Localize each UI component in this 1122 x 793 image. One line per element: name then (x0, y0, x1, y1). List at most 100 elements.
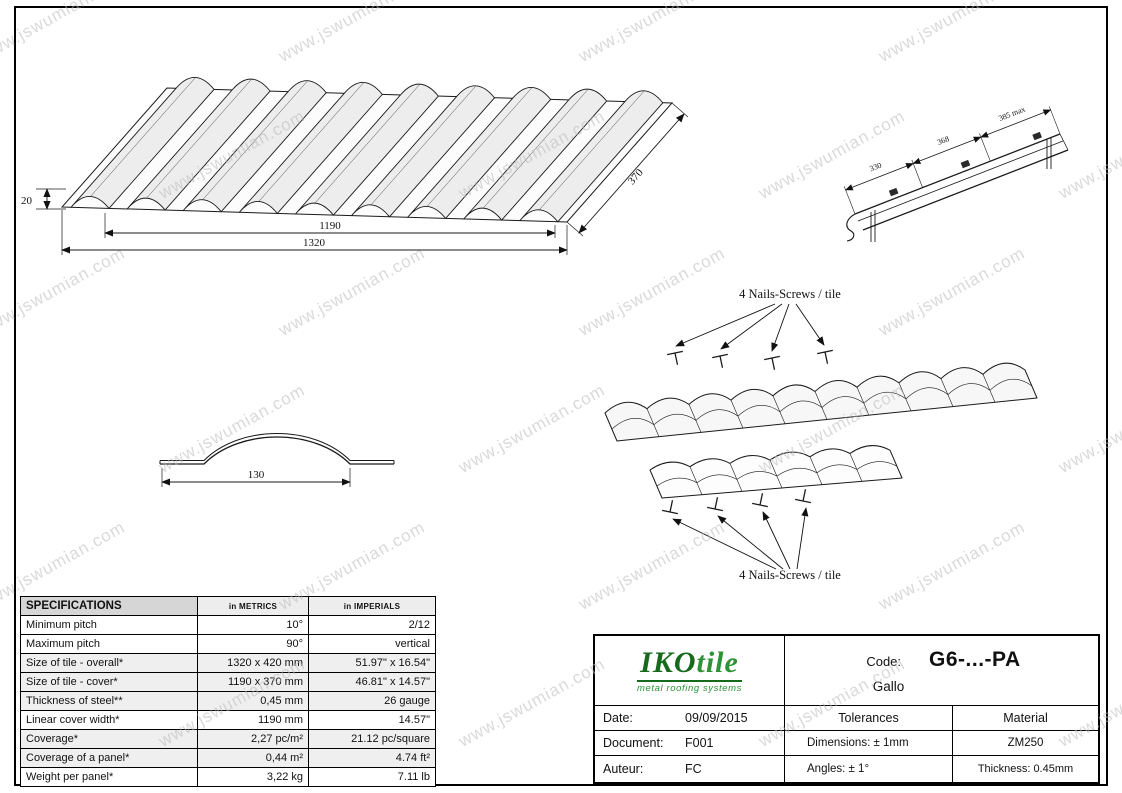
product-name: Gallo (872, 678, 905, 694)
material-thickness: Thickness: 0.45mm (977, 763, 1074, 775)
detail-extension-lines (843, 106, 1061, 215)
author-value: FC (685, 762, 702, 776)
spec-header-row: SPECIFICATIONS in METRICS in IMPERIALS (20, 596, 436, 616)
tolerances-header: Tolerances (785, 706, 953, 731)
dim-label-thickness: 20 (21, 195, 33, 207)
left-strap (870, 210, 876, 242)
document-row: Document: F001 (595, 731, 785, 756)
spec-metric: 90° (197, 634, 309, 654)
spec-imperial: vertical (308, 634, 436, 654)
profile-dimension (161, 468, 351, 487)
spec-label: Size of tile - overall* (20, 653, 198, 673)
profile-inner-line (160, 433, 394, 461)
arrows-bottom (672, 507, 809, 570)
spec-row: Size of tile - cover* 1190 x 370 mm 46.8… (20, 672, 436, 692)
spec-label: Size of tile - cover* (20, 672, 198, 692)
upper-tile-course (604, 362, 1038, 442)
fastening-label-top: 4 Nails-Screws / tile (739, 287, 841, 301)
upper-course-ribs (646, 374, 996, 437)
tile-profile-drawing: 130 (159, 433, 395, 487)
dim-label-cover-width: 1190 (319, 220, 341, 232)
document-label: Document: (603, 736, 664, 750)
drip-edge (846, 213, 856, 242)
eave-detail-drawing: 330 368 385 max (843, 105, 1069, 242)
spec-metric: 1190 mm (197, 710, 309, 730)
spec-imperial: 2/12 (308, 615, 436, 635)
code-value: G6-...-PA (929, 647, 1021, 671)
spec-label: Minimum pitch (20, 615, 198, 635)
dim-label-385max: 385 max (997, 105, 1026, 123)
spec-label: Maximum pitch (20, 634, 198, 654)
spec-imperial: 7.11 lb (308, 767, 436, 787)
lower-course-ribs (689, 453, 863, 495)
dim-label-130: 130 (248, 469, 265, 481)
spec-row: Weight per panel* 3,22 kg 7.11 lb (20, 767, 436, 787)
fastening-label-bottom: 4 Nails-Screws / tile (739, 568, 841, 582)
spec-metric: 0,45 mm (197, 691, 309, 711)
logo-tagline: metal roofing systems (637, 679, 742, 694)
nail-marks-bottom (662, 489, 811, 515)
spec-row: Maximum pitch 90° vertical (20, 634, 436, 654)
arrows-top (675, 303, 825, 352)
right-strap (1046, 137, 1052, 169)
logo-text-tile: tile (696, 645, 739, 679)
spec-imperial: 46.81" x 14.57" (308, 672, 436, 692)
author-row: Auteur: FC (595, 756, 785, 782)
lower-tile-course (649, 445, 903, 499)
spec-imperial: 14.57" (308, 710, 436, 730)
spec-metric: 1320 x 420 mm (197, 653, 309, 673)
title-block: IKOtile metal roofing systems Code: G6-.… (593, 634, 1100, 784)
spec-row: Coverage* 2,27 pc/m² 21.12 pc/square (20, 729, 436, 749)
profile-outer-line (160, 436, 394, 465)
logo-cell: IKOtile metal roofing systems (595, 636, 785, 706)
spec-label: Coverage* (20, 729, 198, 749)
dimension-thickness (36, 188, 66, 210)
spec-row: Thickness of steel** 0,45 mm 26 gauge (20, 691, 436, 711)
code-label: Code: (866, 653, 902, 669)
author-label: Auteur: (603, 762, 644, 776)
spec-imperial: 26 gauge (308, 691, 436, 711)
specifications-table: SPECIFICATIONS in METRICS in IMPERIALS M… (20, 596, 436, 787)
spec-metric: 10° (197, 615, 309, 635)
tolerance-angles: Angles: ± 1° (785, 756, 953, 782)
dimension-overall-width (61, 210, 568, 255)
spec-label: Linear cover width* (20, 710, 198, 730)
spec-label: Thickness of steel** (20, 691, 198, 711)
sheet-border (14, 6, 1108, 786)
date-value: 09/09/2015 (685, 711, 748, 725)
spec-table-title: SPECIFICATIONS (20, 596, 198, 616)
spec-imperial: 4.74 ft² (308, 748, 436, 768)
tile-panel-isometric-drawing: 20 1190 1320 370 (21, 76, 689, 255)
ikotile-logo: IKOtile (640, 645, 739, 679)
date-row: Date: 09/09/2015 (595, 706, 785, 731)
dim-label-overall-width: 1320 (303, 237, 326, 249)
spec-imperial: 51.97" x 16.54" (308, 653, 436, 673)
dim-label-330: 330 (868, 161, 882, 174)
spec-row: Minimum pitch 10° 2/12 (20, 615, 436, 635)
date-label: Date: (603, 711, 633, 725)
nail-marks-top (667, 349, 833, 370)
material-value: ZM250 (953, 731, 1098, 756)
spec-col-metric: in METRICS (197, 596, 309, 616)
spec-metric: 0,44 m² (197, 748, 309, 768)
dimension-cover-width (104, 213, 556, 238)
spec-metric: 3,22 kg (197, 767, 309, 787)
logo-text-iko: IKO (640, 645, 697, 679)
spec-imperial: 21.12 pc/square (308, 729, 436, 749)
spec-metric: 1190 x 370 mm (197, 672, 309, 692)
document-value: F001 (685, 736, 714, 750)
spec-row: Size of tile - overall* 1320 x 420 mm 51… (20, 653, 436, 673)
fastening-drawing: 4 Nails-Screws / tile 4 Nails-Screws / t… (604, 287, 1038, 582)
detail-dimension-lines (844, 109, 1052, 191)
detail-sheet-line (854, 133, 1061, 215)
spec-row: Coverage of a panel* 0,44 m² 4.74 ft² (20, 748, 436, 768)
material-header: Material (953, 706, 1098, 731)
tolerance-dimensions: Dimensions: ± 1mm (785, 731, 953, 756)
code-cell: Code: G6-...-PA Gallo (785, 636, 1098, 706)
spec-metric: 2,27 pc/m² (197, 729, 309, 749)
dimension-length (566, 102, 689, 237)
spec-col-imperial: in IMPERIALS (308, 596, 436, 616)
spec-row: Linear cover width* 1190 mm 14.57" (20, 710, 436, 730)
dim-label-368: 368 (936, 134, 950, 147)
dim-label-length: 370 (626, 166, 646, 187)
